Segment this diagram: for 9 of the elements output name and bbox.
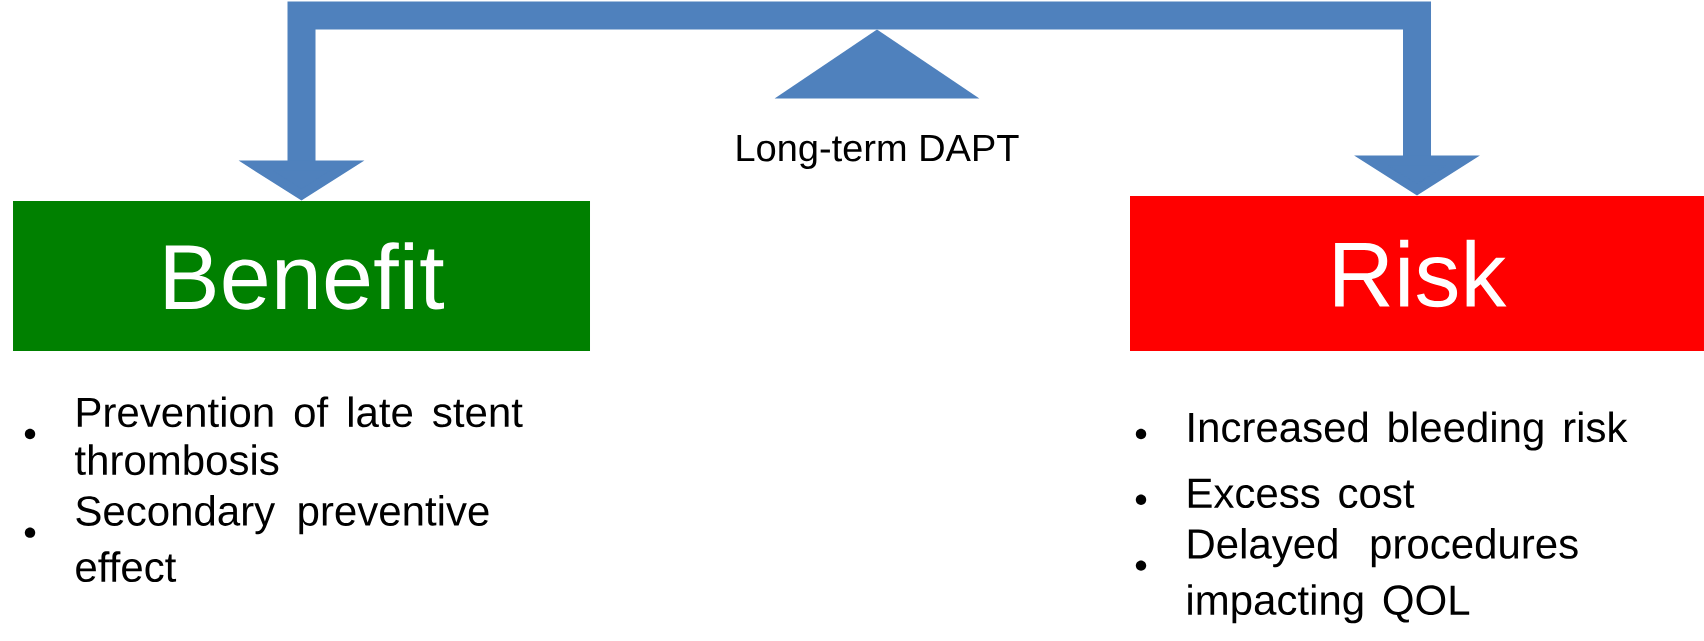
category-box: Benefit	[13, 201, 590, 351]
bullet-item: Secondary preventive effect	[24, 495, 489, 583]
bullet-item: Increased bleeding risk	[1135, 411, 1628, 451]
triangle-label: Long-term DAPT	[737, 135, 1019, 169]
bullet-item: Delayed procedures impacting QOL	[1135, 528, 1578, 624]
fulcrum-triangle	[774, 29, 980, 99]
bullet-item: Excess cost	[1135, 478, 1415, 509]
category-box: Risk	[1130, 196, 1704, 351]
bullet-item: Prevention of late stent thrombosis	[24, 396, 523, 476]
